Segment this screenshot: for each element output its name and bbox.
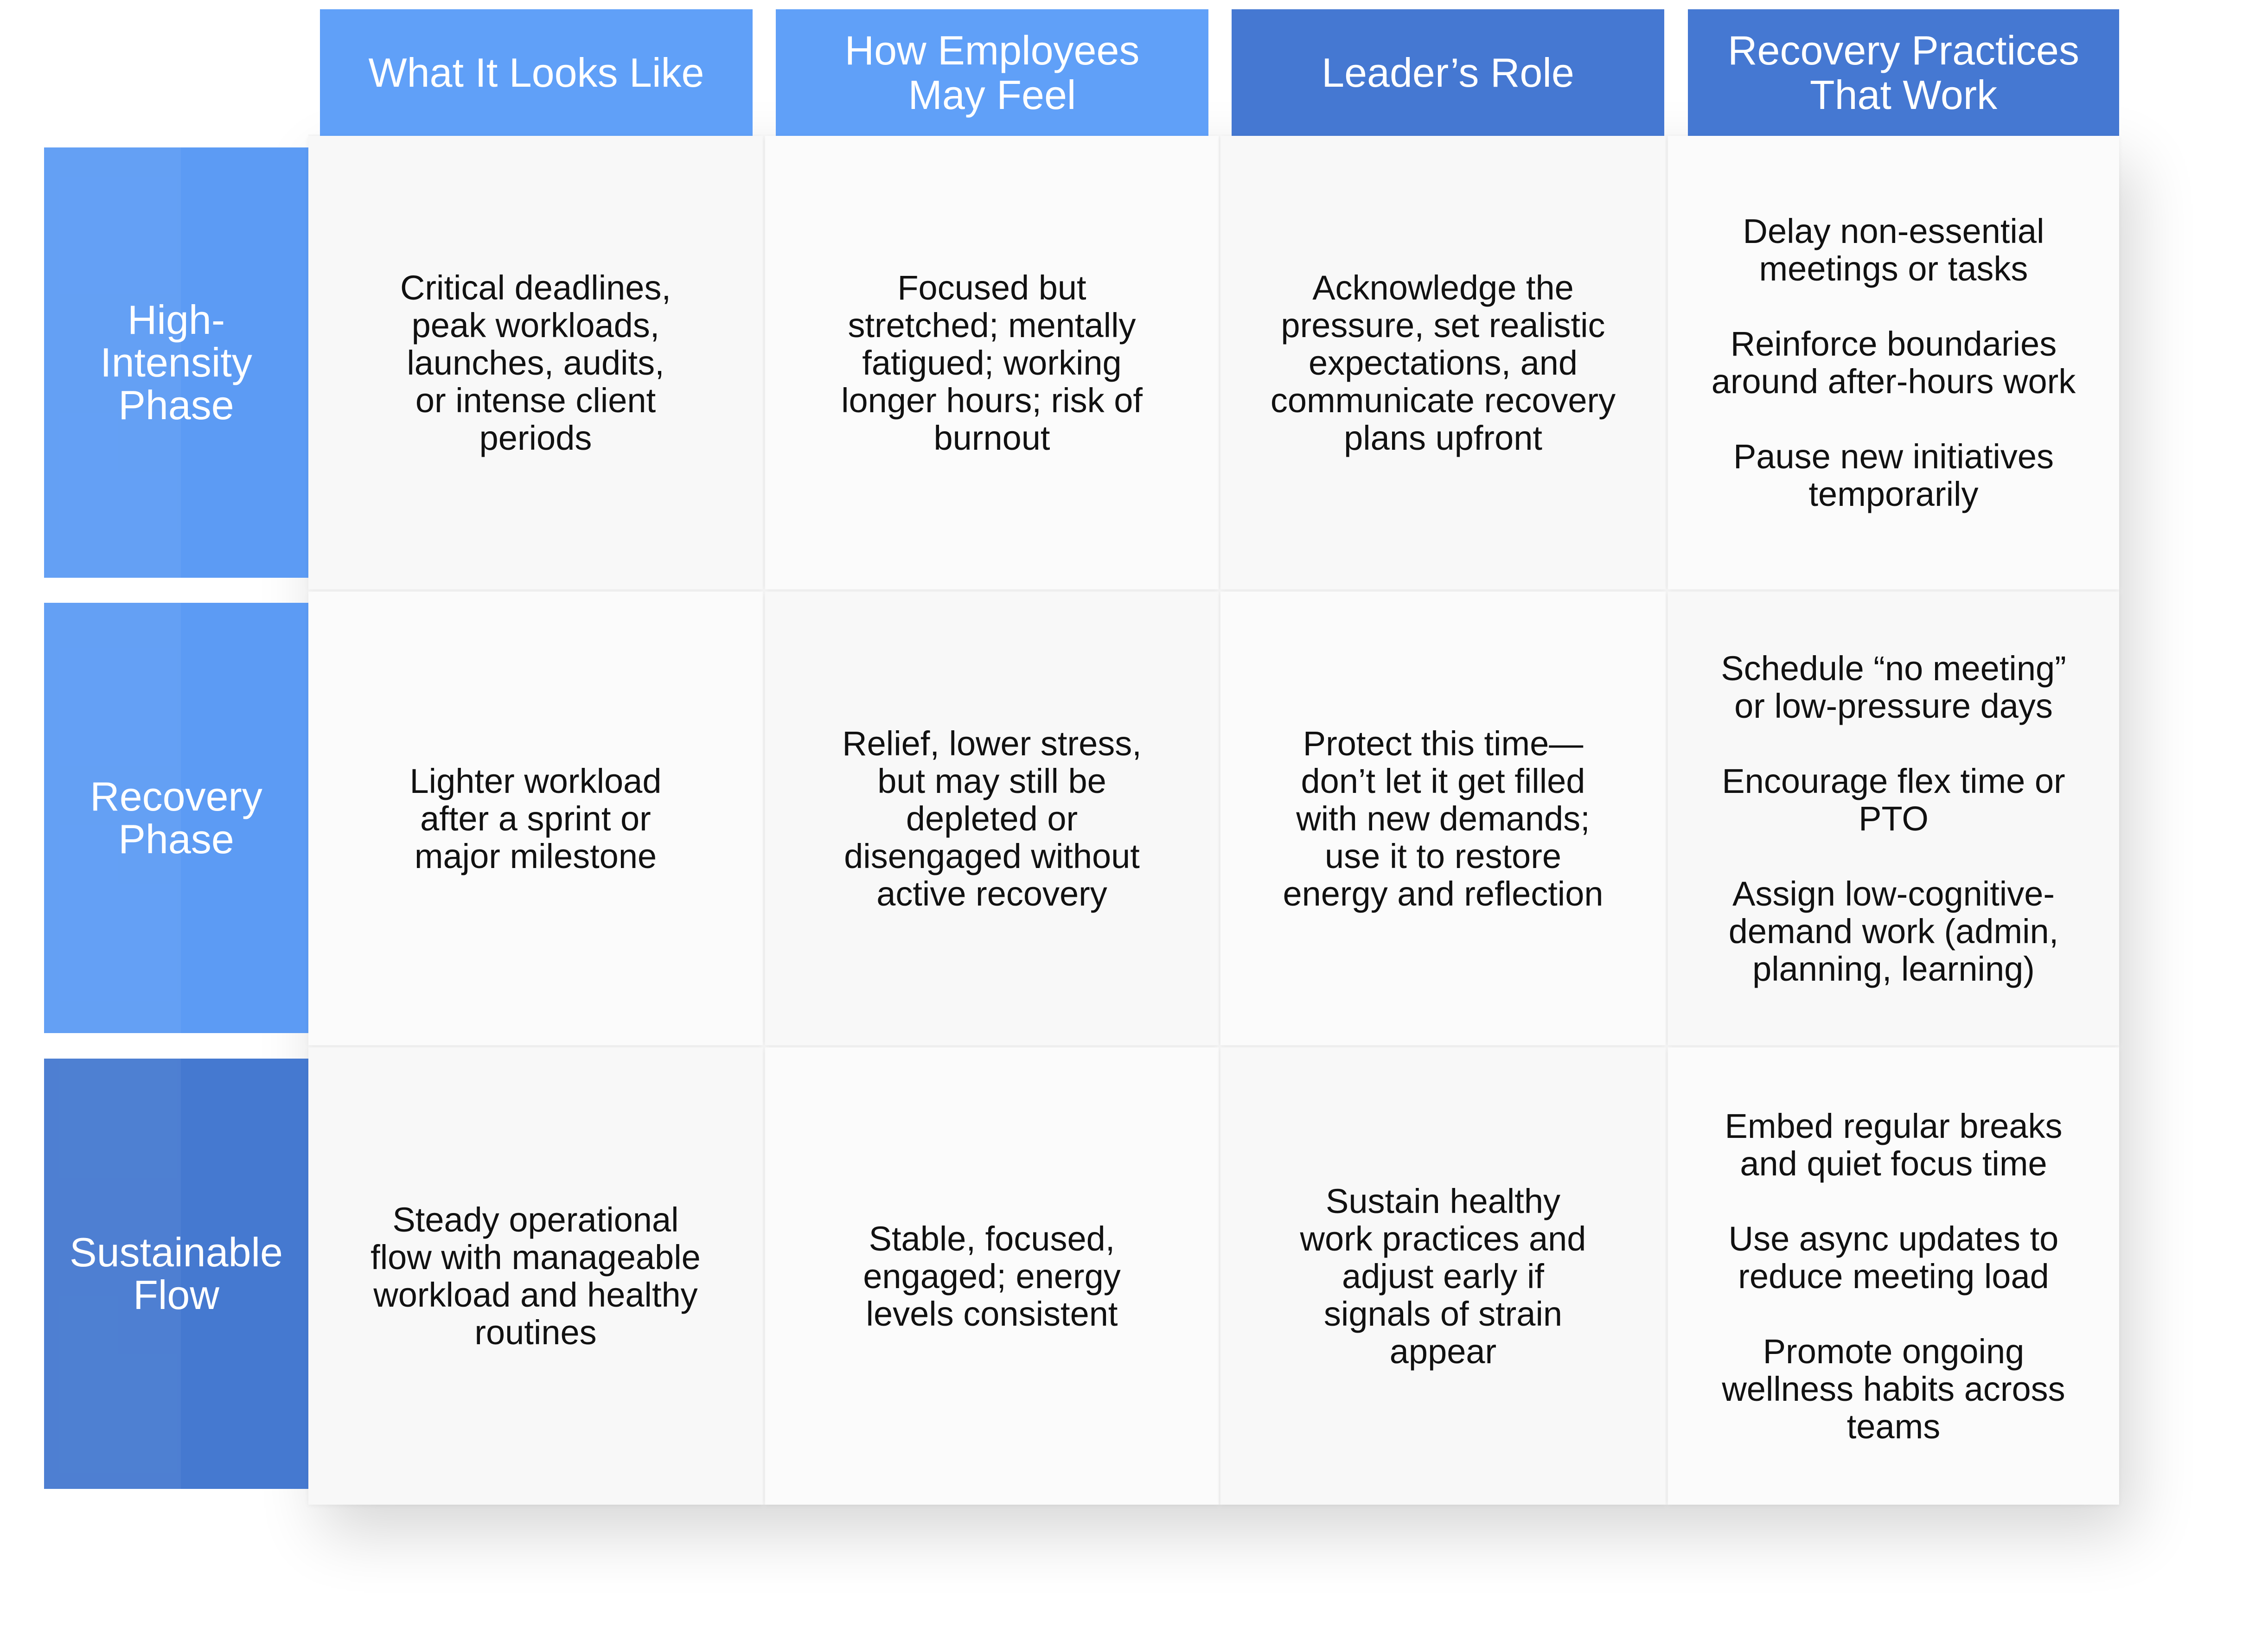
cell-recovery-leader-role: Protect this time— don’t let it get fill… (1220, 592, 1666, 1045)
cell-high-intensity-leader-role: Acknowledge the pressure, set realistic … (1220, 136, 1666, 589)
row-header-recovery-phase: Recovery Phase (44, 603, 308, 1033)
cell-high-intensity-practices: Delay non-essential meetings or tasks Re… (1668, 136, 2119, 589)
row-header-label: Recovery Phase (90, 773, 262, 862)
cell-recovery-practices: Schedule “no meeting” or low-pressure da… (1668, 592, 2119, 1045)
cell-sustainable-leader-role: Sustain healthy work practices and adjus… (1220, 1047, 1666, 1505)
cell-sustainable-employees-feel: Stable, focused, engaged; energy levels … (765, 1047, 1219, 1505)
row-header-label: High- Intensity Phase (100, 297, 252, 428)
row-header-sustainable-flow: Sustainable Flow (44, 1059, 308, 1489)
column-header-what-it-looks-like: What It Looks Like (320, 9, 753, 136)
column-header-leaders-role: Leader’s Role (1232, 9, 1664, 136)
column-header-how-employees-may-feel: How Employees May Feel (776, 9, 1208, 136)
cell-sustainable-looks-like: Steady operational flow with manageable … (308, 1047, 763, 1505)
cell-high-intensity-employees-feel: Focused but stretched; mentally fatigued… (765, 136, 1219, 589)
cell-recovery-employees-feel: Relief, lower stress, but may still be d… (765, 592, 1219, 1045)
cell-sustainable-practices: Embed regular breaks and quiet focus tim… (1668, 1047, 2119, 1505)
cell-recovery-looks-like: Lighter workload after a sprint or major… (308, 592, 763, 1045)
cell-high-intensity-looks-like: Critical deadlines, peak workloads, laun… (308, 136, 763, 589)
row-header-label: Sustainable Flow (70, 1229, 283, 1318)
row-header-high-intensity-phase: High- Intensity Phase (44, 147, 308, 578)
column-header-recovery-practices: Recovery Practices That Work (1688, 9, 2119, 136)
